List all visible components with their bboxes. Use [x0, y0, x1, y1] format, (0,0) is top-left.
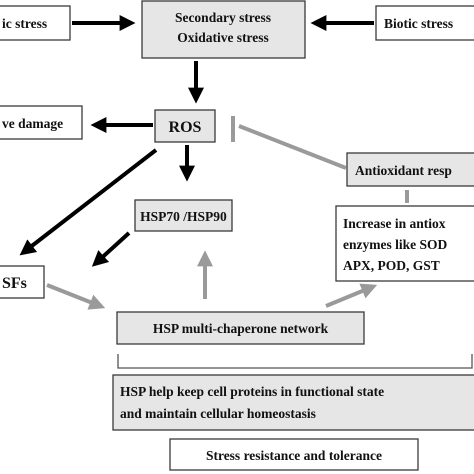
node-stress-resistance: Stress resistance and tolerance [169, 438, 419, 471]
node-antioxidant-response: Antioxidant resp [346, 152, 474, 187]
hsp70-hsp90-label: HSP70 /HSP90 [140, 209, 227, 224]
ros-label: ROS [169, 119, 202, 136]
bracket-network-outcome [117, 354, 473, 369]
node-ros: ROS [154, 109, 216, 143]
hsfs-label: SFs [2, 275, 27, 292]
arrow-ros-to-hsfs [19, 148, 158, 256]
node-biotic-stress: Biotic stress [375, 5, 474, 41]
node-hsp-network: HSP multi-chaperone network [116, 311, 365, 345]
node-hsp-help: HSP help keep cell proteins in functiona… [112, 374, 474, 431]
abiotic-stress-label: ic stress [2, 16, 47, 31]
arrow-hsfs-to-network [46, 283, 106, 310]
oxidative-stress-label: Oxidative stress [177, 30, 269, 45]
antioxidant-enzymes-line2: enzymes like SOD [343, 237, 447, 252]
node-abiotic-stress: ic stress [0, 5, 71, 41]
arrow-network-to-enzymes [325, 283, 378, 308]
biotic-stress-label: Biotic stress [384, 16, 453, 31]
node-oxidative-damage: ve damage [0, 105, 83, 140]
antioxidant-enzymes-line1: Increase in antiox [343, 216, 446, 231]
oxidative-damage-label: ve damage [2, 116, 63, 131]
node-secondary-stress: Secondary stress Oxidative stress [141, 0, 306, 59]
hsp-help-line1: HSP help keep cell proteins in functiona… [120, 384, 384, 399]
node-antioxidant-enzymes: Increase in antiox enzymes like SOD APX,… [335, 205, 474, 282]
hsp-help-line2: and maintain cellular homeostasis [120, 406, 316, 421]
hsp-network-label: HSP multi-chaperone network [153, 321, 329, 336]
arrow-hsp70-to-hsfs [91, 231, 131, 267]
node-hsp70-hsp90: HSP70 /HSP90 [134, 199, 233, 232]
node-hsfs: SFs [0, 265, 45, 299]
antioxidant-response-label: Antioxidant resp [355, 163, 452, 178]
stress-resistance-label: Stress resistance and tolerance [206, 448, 382, 463]
antioxidant-enzymes-line3: APX, POD, GST [343, 258, 440, 273]
secondary-stress-label: Secondary stress [175, 10, 271, 25]
inhibition-line-antioxidant-to-ros [238, 124, 347, 170]
